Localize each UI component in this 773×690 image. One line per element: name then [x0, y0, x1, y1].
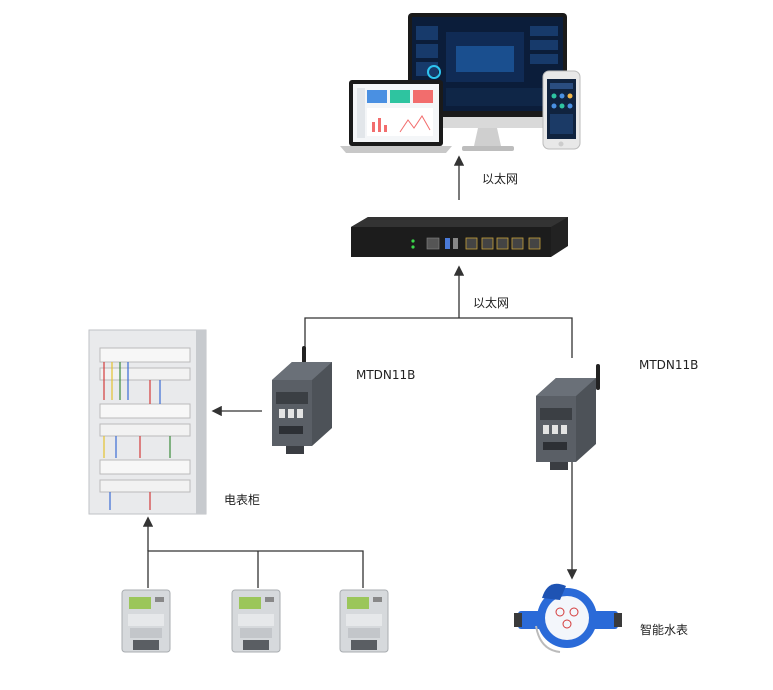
phone-icon — [542, 70, 581, 150]
gateway-icon-left — [272, 346, 332, 454]
water-meter-icon — [514, 583, 622, 653]
electric-meter-icon-2 — [231, 589, 281, 653]
water-meter-label: 智能水表 — [640, 623, 689, 637]
cabinet-icon — [88, 329, 207, 515]
gateway-label-right: MTDN11B — [639, 358, 699, 372]
electric-meter-icon-1 — [121, 589, 171, 653]
meter-bus-line — [147, 550, 364, 588]
router-icon — [351, 217, 568, 257]
laptop-icon — [340, 80, 452, 153]
monitor-icon — [408, 13, 567, 151]
ethernet-label-top: 以太网 — [482, 172, 519, 186]
electric-meter-icon-3 — [339, 589, 389, 653]
connection-lines — [142, 155, 578, 588]
ethernet-label-mid: 以太网 — [473, 296, 510, 310]
gateway-bus-line — [304, 317, 573, 358]
gateway-icon-right — [536, 364, 600, 470]
cabinet-label: 电表柜 — [224, 493, 261, 507]
gateway-label-left: MTDN11B — [356, 368, 416, 382]
